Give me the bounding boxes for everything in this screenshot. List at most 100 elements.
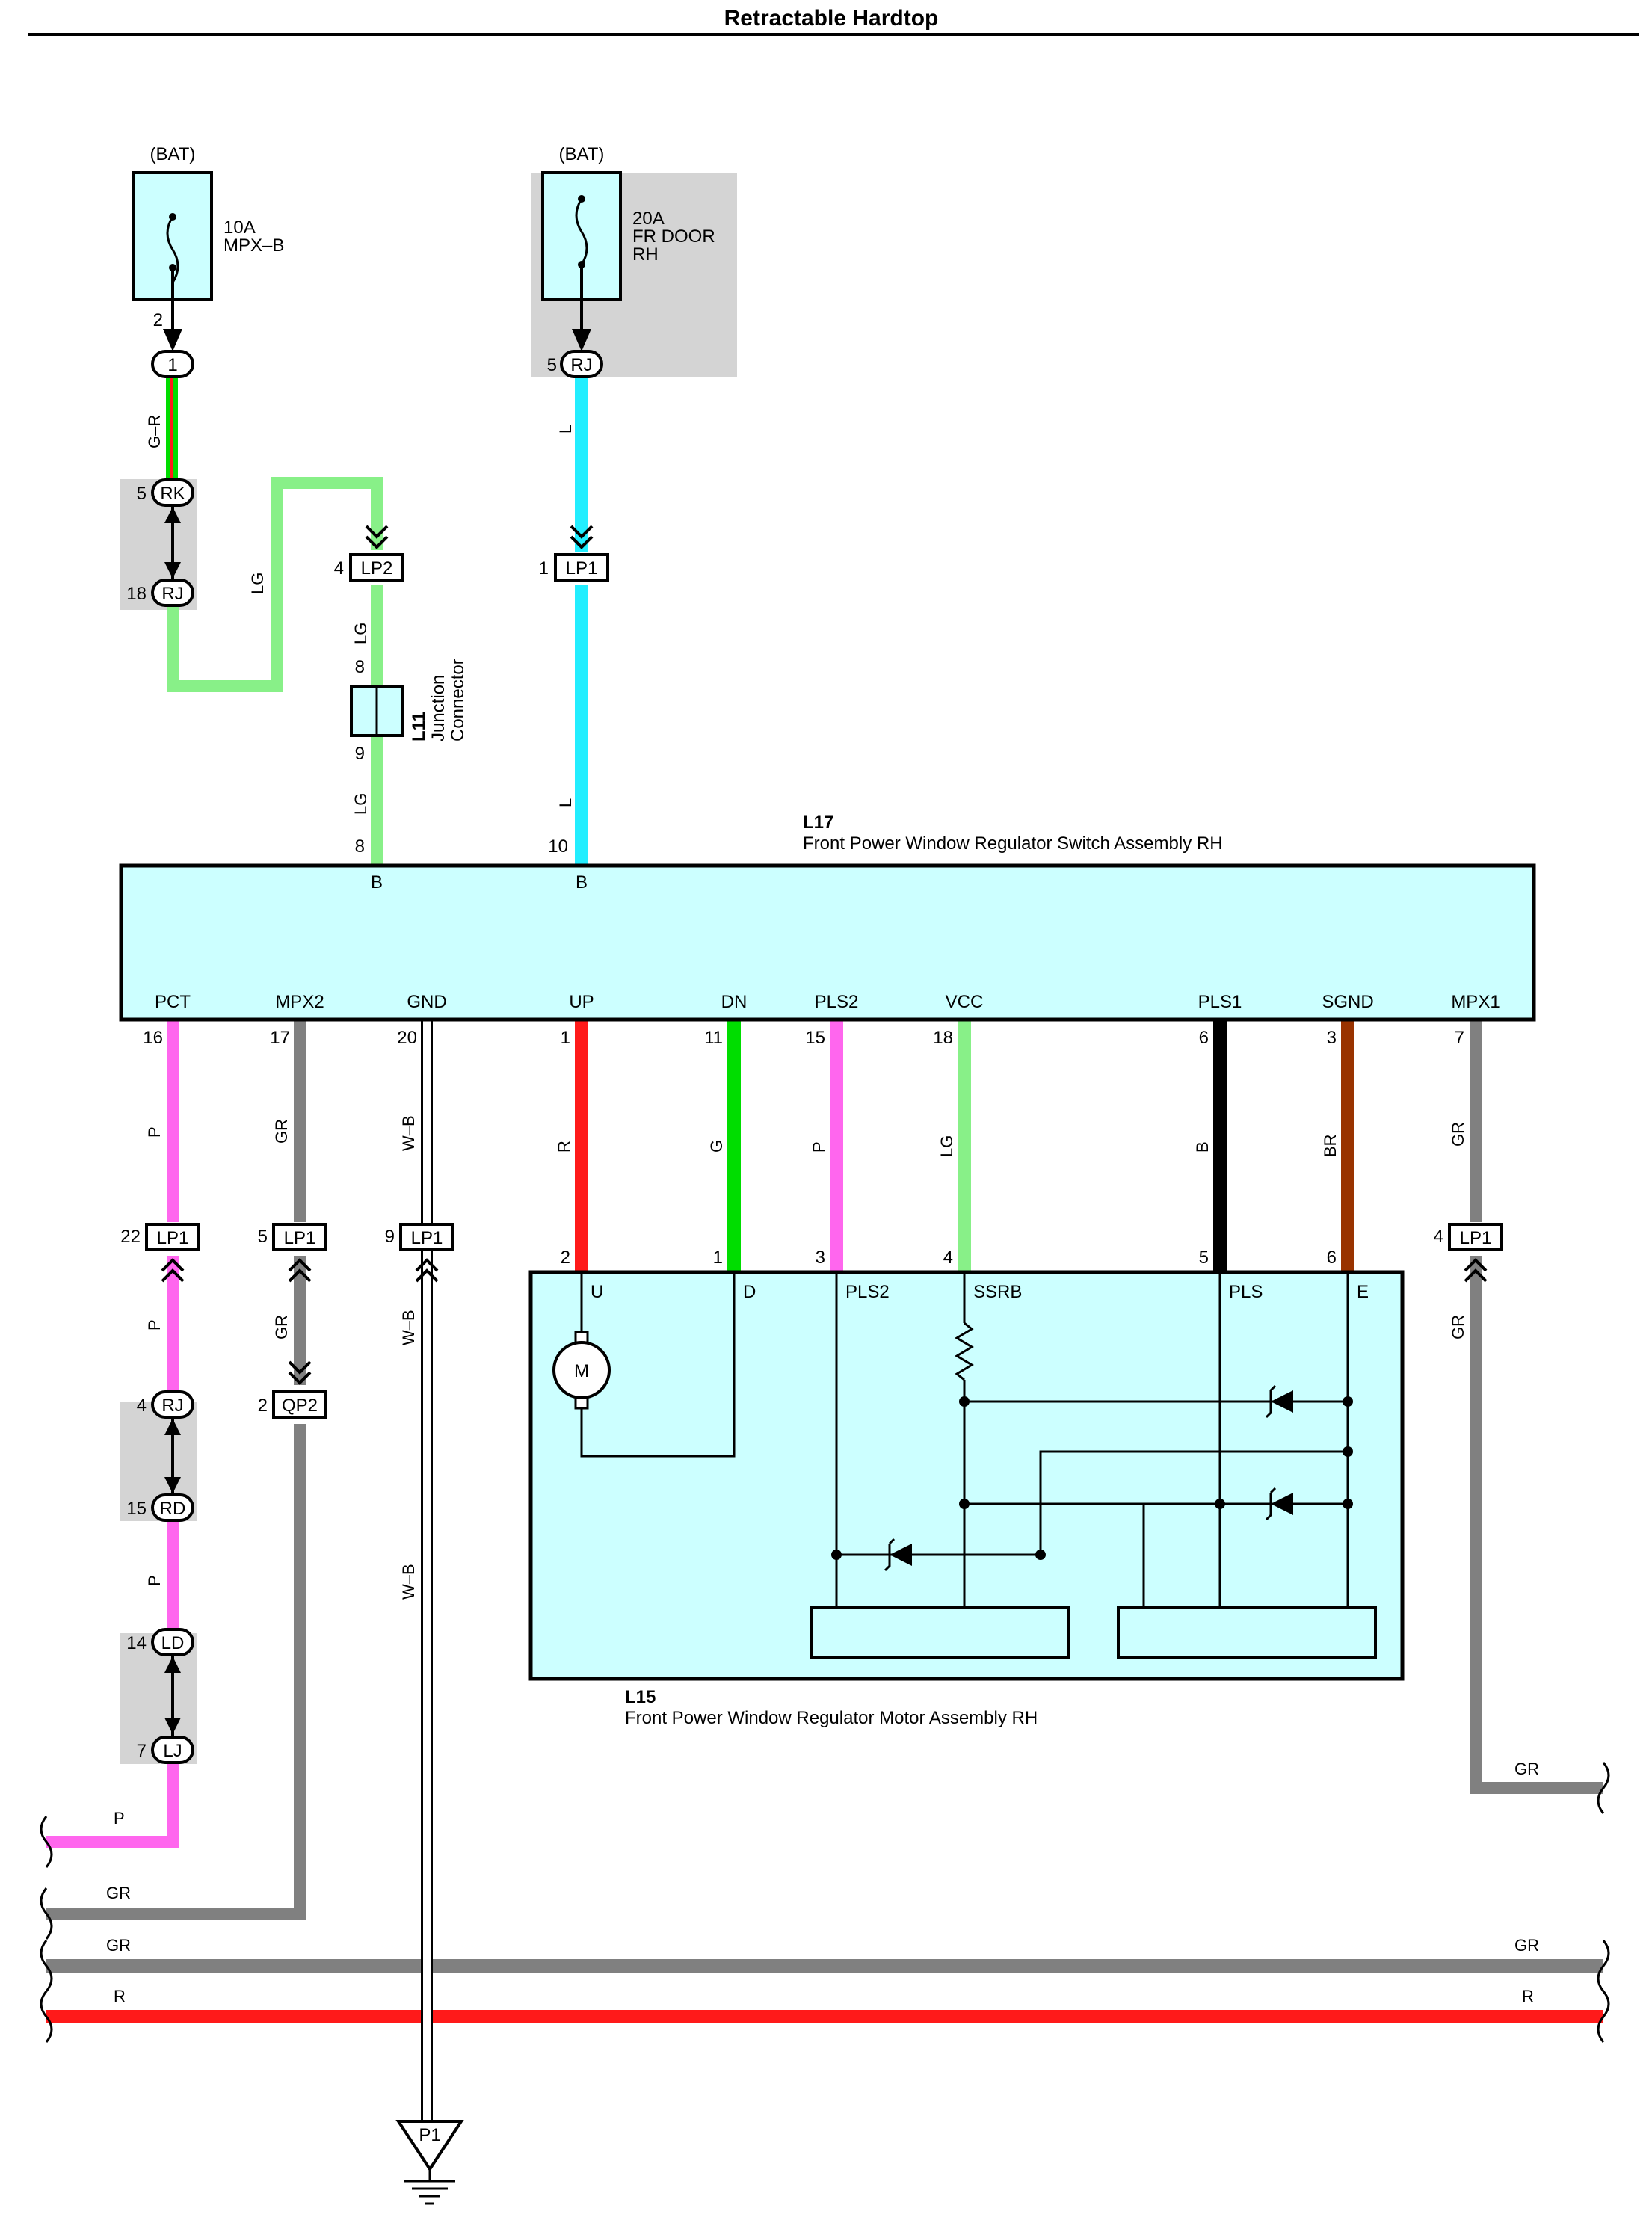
connector-lp1-wb — [399, 1223, 454, 1251]
wire-gr-mpx1-2 — [1470, 1256, 1603, 1794]
switch-pin-gnd-label: GND — [407, 992, 446, 1012]
junction-pin-bottom: 9 — [355, 744, 365, 764]
connector-lp1-p — [145, 1223, 200, 1251]
wire-gr-mpx2-3 — [46, 1424, 306, 1920]
label-b-pls1: B — [1193, 1141, 1212, 1153]
switch-name: Front Power Window Regulator Switch Asse… — [803, 833, 1223, 854]
motor-name: Front Power Window Regulator Motor Assem… — [625, 1708, 1038, 1728]
label-bus-gr-right: GR — [1514, 1936, 1539, 1955]
motor-internal-circuit — [580, 1274, 1349, 1607]
switch-pin-vcc-label: VCC — [946, 992, 984, 1012]
ground-icon — [404, 2180, 455, 2205]
connector-rd-pin: 15 — [126, 1499, 147, 1519]
connector-rj4-label: RJ — [161, 1396, 183, 1416]
splice-ld-lj-up-arrow-icon — [164, 1656, 181, 1673]
switch-pin-pls1-num: 6 — [1199, 1028, 1209, 1048]
switch-pin-pct-label: PCT — [155, 992, 191, 1012]
fuse2-name-1: FR DOOR — [632, 226, 715, 247]
switch-pin-pls2-num: 15 — [805, 1028, 825, 1048]
connector-lp2 — [349, 553, 404, 582]
connector-1 — [151, 350, 194, 378]
connector-lp1-mpx1-label: LP1 — [1460, 1228, 1492, 1248]
motor-pin-pls2-label: PLS2 — [845, 1282, 890, 1302]
fuse1-name: MPX–B — [224, 235, 284, 256]
connector-lp1-gr — [272, 1223, 327, 1251]
switch-pin-mpx1-num: 7 — [1455, 1028, 1464, 1048]
continuation-right-gr — [1597, 1762, 1610, 1814]
label-gr-2: GR — [272, 1315, 291, 1339]
motor-symbol-label: M — [574, 1361, 589, 1381]
splice-up-arrow-icon — [164, 507, 181, 523]
label-wb-2: W–B — [399, 1310, 418, 1345]
junction-name-1: Junction — [428, 675, 449, 741]
continuation-left-bus-gr — [40, 1940, 53, 1992]
label-gr-mpx1-2: GR — [1449, 1315, 1467, 1339]
splice-down-arrow-icon — [164, 562, 181, 579]
switch-pin-dn-label: DN — [721, 992, 748, 1012]
splice-ld-lj: 14 LD 7 LJ — [126, 1628, 194, 1764]
connector-lp1-l-label: LP1 — [566, 558, 598, 579]
fuse1-arrow-icon — [163, 329, 182, 351]
connector-qp2-pin: 2 — [258, 1396, 268, 1416]
lp1-p-chevron-icon — [161, 1258, 185, 1283]
connector-rj5-pin: 5 — [547, 355, 557, 375]
ic-block-left — [810, 1606, 1070, 1659]
wire-w-b — [421, 1020, 433, 2121]
fuse1-element-icon — [166, 216, 179, 283]
fuse2-rating: 20A — [632, 209, 665, 229]
wire-labels: G–R LG LG LG L L P P P P GR GR GR W–B W–… — [106, 415, 1539, 2005]
connector-qp2 — [272, 1390, 327, 1419]
connector-lj — [151, 1736, 194, 1764]
switch-pin-gnd-num: 20 — [397, 1028, 417, 1048]
junction-id: L11 — [409, 712, 429, 741]
motor-pin-d-num: 1 — [713, 1248, 723, 1268]
junction-connector-l11: 8 9 L11 Junction Connector — [350, 657, 468, 764]
splice-rj-rd: 4 RJ 15 RD — [126, 1390, 194, 1522]
switch-id: L17 — [803, 813, 833, 833]
connector-rj5 — [560, 350, 603, 378]
motor-pin-pls-label: PLS — [1229, 1282, 1263, 1302]
zener-diode-2-icon — [1265, 1487, 1293, 1521]
switch-pin-up-label: UP — [569, 992, 594, 1012]
switch-top-pin-10-num: 10 — [548, 836, 568, 857]
motor-pin-u-num: 2 — [561, 1248, 570, 1268]
lp1-gr-chevron-icon — [288, 1258, 312, 1283]
connector-lp1-l-group: 1 LP1 — [539, 525, 609, 582]
connector-lp2-label: LP2 — [361, 558, 393, 579]
connector-rj18-label: RJ — [161, 584, 183, 604]
switch-pin-sgnd-num: 3 — [1327, 1028, 1337, 1048]
switch-top-pin-10-label: B — [576, 872, 588, 892]
page-title: Retractable Hardtop — [724, 6, 939, 31]
switch-pin-mpx2-label: MPX2 — [275, 992, 324, 1012]
connector-rd — [151, 1493, 194, 1522]
wire-g-r — [166, 374, 178, 484]
connector-rj18 — [151, 579, 194, 607]
splice-rk-rj: 5 RK 18 RJ — [126, 478, 194, 607]
label-bus-r-right: R — [1522, 1987, 1534, 2005]
motor-icon: M — [552, 1331, 611, 1410]
switch-assembly-l17: L17 Front Power Window Regulator Switch … — [119, 813, 1536, 1048]
junction-name-2: Connector — [448, 659, 468, 741]
switch-pin-pls2-label: PLS2 — [815, 992, 859, 1012]
connector-lp1-gr-group: 5 LP1 — [258, 1223, 327, 1283]
lp1-wb-chevron-icon — [415, 1258, 439, 1283]
switch-pin-pct-num: 16 — [143, 1028, 163, 1048]
label-p-4: P — [114, 1809, 125, 1828]
connector-lp1-mpx1 — [1448, 1223, 1503, 1251]
label-br-sgnd: BR — [1321, 1134, 1340, 1157]
continuation-left-p — [40, 1816, 53, 1868]
connector-rj18-pin: 18 — [126, 584, 147, 604]
label-lg-3: LG — [351, 793, 370, 815]
connector-lp1-mpx1-group: 4 LP1 — [1434, 1223, 1503, 1283]
connector-lp1-wb-label: LP1 — [411, 1228, 443, 1248]
lp1-l-chevron-icon — [570, 525, 594, 549]
ground-p1: P1 — [395, 2120, 464, 2205]
motor-pin-ssrb-num: 4 — [943, 1248, 953, 1268]
fuse-10a-mpx-b: (BAT) 10A MPX–B 2 1 — [132, 144, 284, 378]
connector-lp1-p-group: 22 LP1 — [120, 1223, 200, 1283]
switch-top-pin-8-num: 8 — [355, 836, 365, 857]
label-gr-3: GR — [106, 1884, 131, 1902]
label-g-dn: G — [707, 1140, 726, 1153]
